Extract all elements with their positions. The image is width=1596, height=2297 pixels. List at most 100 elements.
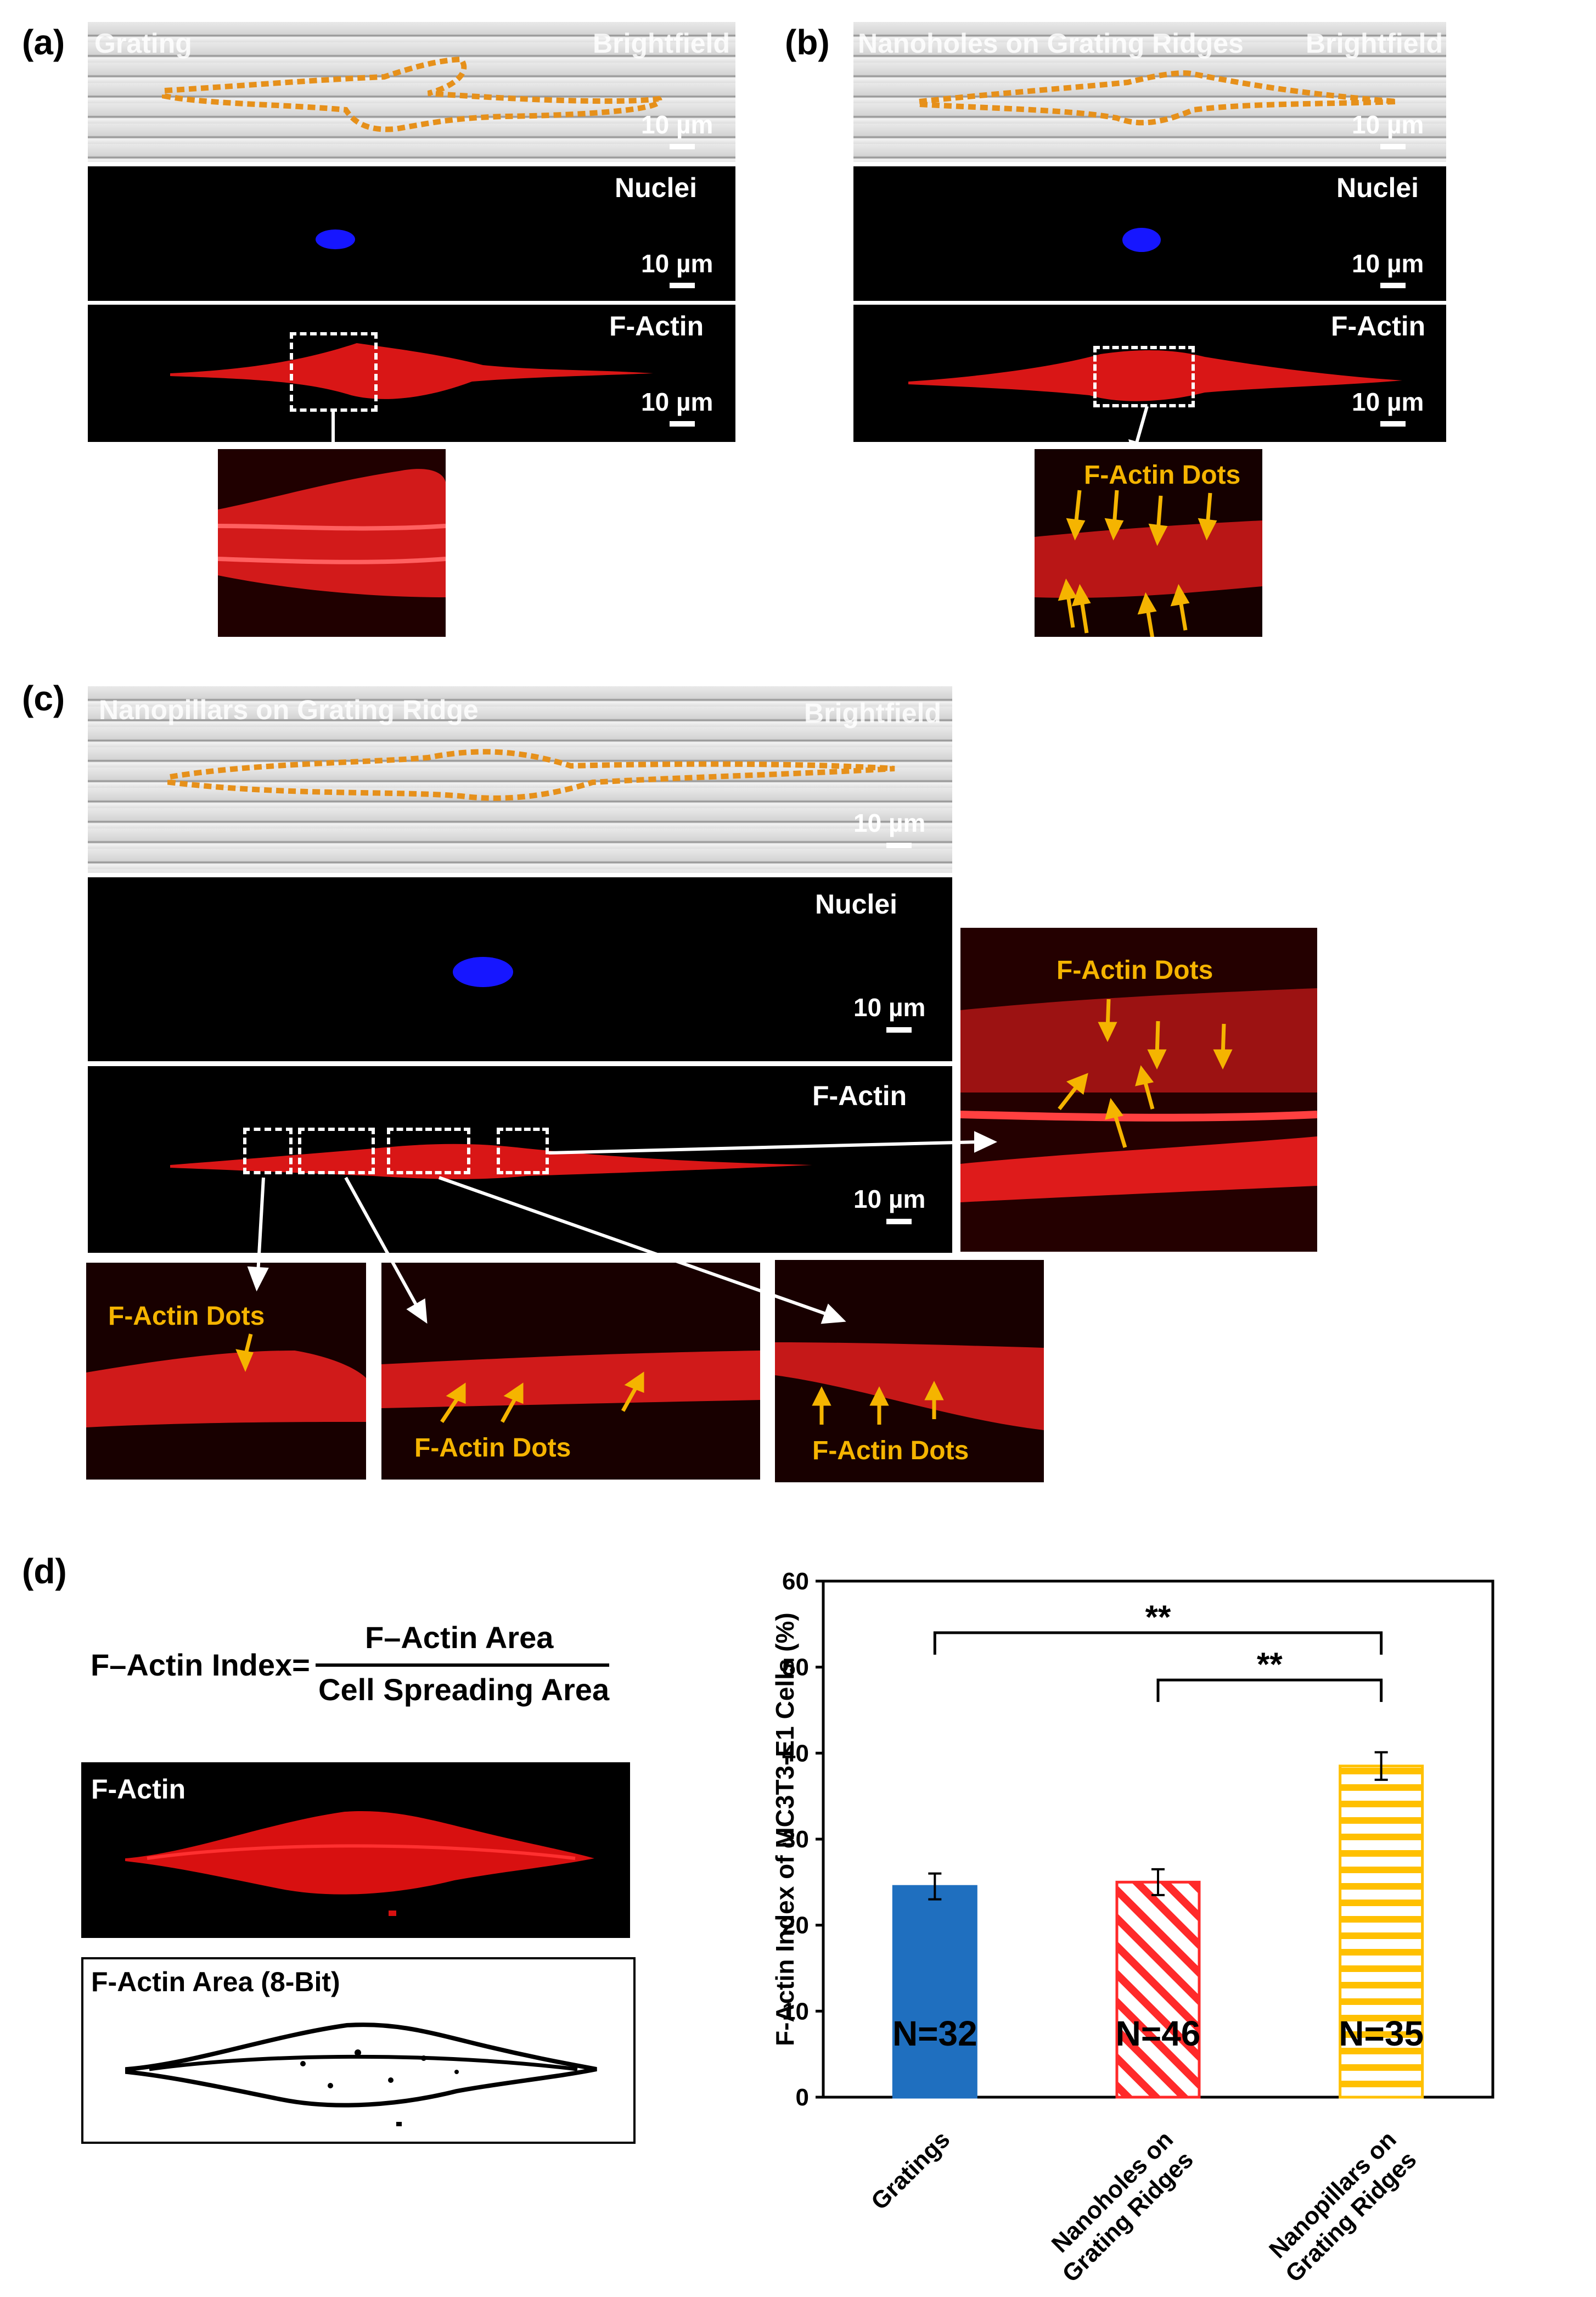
panel-a-zoom-fibers: [218, 449, 446, 637]
panel-c-nuclei-scalebar: [886, 1027, 912, 1033]
panel-c-nuclei-image: Nuclei 10 µm: [88, 877, 952, 1061]
panel-c-zoom-box-1: [243, 1128, 293, 1174]
y-tick-label: 20: [782, 1912, 809, 1939]
panel-d-label: (d): [22, 1551, 67, 1591]
panel-c-zoom-1-arrows: [235, 1334, 254, 1372]
significance-label: **: [1257, 1646, 1283, 1683]
panel-d-factin-cell: [125, 1811, 594, 1916]
panel-c-zoom-box-3: [387, 1128, 470, 1174]
panel-c-zoom-2-label: F-Actin Dots: [414, 1433, 571, 1463]
panel-b-factin-scalebar: [1380, 421, 1406, 427]
panel-c-factin-scalebar-label: 10 µm: [853, 1185, 926, 1213]
panel-c-zoom-3-fibers: [775, 1260, 1044, 1482]
panel-c-factin-scalebar: [886, 1219, 912, 1224]
panel-c-zoom-image-right: F-Actin Dots: [960, 928, 1317, 1252]
panel-c-brightfield-title: Nanopillars on Grating Ridge: [99, 694, 479, 725]
panel-b-brightfield-image: Nanoholes on Grating Ridges Brightfield …: [853, 22, 1446, 162]
panel-b-factin-cell: [908, 350, 1402, 401]
panel-c-label: (c): [22, 679, 65, 718]
bar-count-label: N=35: [1339, 2014, 1424, 2053]
panel-c-zoom-1-fibers: [86, 1263, 366, 1480]
x-category-label-line: Gratings: [866, 2126, 956, 2215]
panel-c-factin-image: F-Actin 10 µm: [88, 1066, 952, 1253]
panel-d-factin-image: F-Actin: [81, 1762, 630, 1938]
formula-lhs: F–Actin Index=: [91, 1648, 310, 1682]
panel-c-zoom-right-arrows: [1058, 999, 1233, 1148]
panel-b-nuclei-scalebar-label: 10 µm: [1352, 249, 1424, 278]
panel-b-zoom-box: [1093, 346, 1195, 407]
panel-a-brightfield-title: Grating: [94, 28, 192, 59]
formula-fraction-bar: [316, 1663, 609, 1667]
panel-c-zoom-right-label: F-Actin Dots: [1056, 956, 1213, 985]
panel-c-zoom-image-3: F-Actin Dots: [775, 1260, 1044, 1482]
formula-denominator: Cell Spreading Area: [318, 1672, 610, 1707]
panel-c-zoom-image-2: F-Actin Dots: [381, 1263, 760, 1480]
panel-b-cell-outline: [917, 70, 1397, 126]
panel-a-factin-scalebar-label: 10 µm: [641, 388, 713, 416]
panel-b-label: (b): [785, 23, 830, 62]
panel-c-zoom-box-4: [497, 1128, 549, 1174]
panel-d-factin-label: F-Actin: [91, 1774, 186, 1805]
panel-c-brightfield-image: Nanopillars on Grating Ridge Brightfield…: [88, 686, 952, 873]
panel-c-factin-tag: F-Actin: [812, 1080, 907, 1111]
panel-c-cell-outline: [167, 749, 895, 801]
bar-count-label: N=46: [1116, 2014, 1201, 2053]
bar: [892, 1885, 977, 2099]
panel-a-factin-cell: [170, 343, 653, 399]
panel-b-dot-arrows: [1058, 490, 1217, 637]
y-tick-label: 10: [782, 1998, 809, 2025]
panel-a-nuclei-image: Nuclei 10 µm: [88, 166, 735, 301]
panel-a-factin-image: F-Actin 10 µm: [88, 305, 735, 442]
formula-numerator: F–Actin Area: [365, 1620, 554, 1655]
y-tick-label: 50: [782, 1654, 809, 1681]
panel-c-zoom-3-label: F-Actin Dots: [812, 1436, 969, 1465]
panel-d-area-cell: [125, 2023, 597, 2126]
panel-a-brightfield-tag: Brightfield: [593, 28, 730, 59]
panel-c-factin-cell: [170, 1144, 812, 1179]
panel-b-nuclei-image: Nuclei 10 µm: [853, 166, 1446, 301]
panel-c-zoom-image-1: F-Actin Dots: [86, 1263, 366, 1480]
panel-a-nuclei-scalebar-label: 10 µm: [641, 249, 713, 278]
bar: [1115, 1880, 1201, 2099]
panel-c-brightfield-tag: Brightfield: [804, 698, 941, 729]
panel-a-brightfield-image: Grating Brightfield 10 µm: [88, 22, 735, 162]
panel-b-zoom-image: F-Actin Dots: [1035, 449, 1262, 637]
panel-b-brightfield-scalebar: [1380, 144, 1406, 149]
panel-a-brightfield-scalebar: [670, 144, 695, 149]
panel-a-nuclei-scalebar: [670, 283, 695, 288]
panel-b-zoom-label: F-Actin Dots: [1084, 461, 1241, 490]
panel-c-zoom-right-fibers: [960, 928, 1317, 1252]
y-tick-label: 0: [796, 2084, 809, 2111]
panel-b-factin-scalebar-label: 10 µm: [1352, 388, 1424, 416]
bar-count-label: N=32: [892, 2014, 977, 2053]
panel-b-nucleus: [1122, 228, 1161, 252]
panel-a-label: (a): [22, 23, 65, 62]
y-tick-label: 40: [782, 1740, 809, 1767]
panel-c-brightfield-scalebar-label: 10 µm: [853, 809, 926, 837]
panel-b-brightfield-tag: Brightfield: [1306, 28, 1443, 59]
panel-c-nucleus: [453, 957, 513, 987]
panel-b-factin-image: F-Actin 10 µm: [853, 305, 1446, 442]
panel-a-brightfield-scalebar-label: 10 µm: [641, 110, 713, 139]
panel-a-factin-tag: F-Actin: [609, 311, 704, 341]
panel-a-factin-scalebar: [670, 421, 695, 427]
panel-c-nuclei-tag: Nuclei: [815, 889, 898, 920]
significance-bracket: [933, 1631, 1383, 1655]
significance-bracket: [1156, 1678, 1383, 1702]
y-tick-label: 60: [782, 1570, 809, 1595]
panel-a-nucleus: [316, 229, 355, 249]
panel-c-zoom-1-label: F-Actin Dots: [108, 1302, 265, 1331]
panel-c-zoom-box-2: [298, 1128, 375, 1174]
panel-b-brightfield-title: Nanoholes on Grating Ridges: [858, 28, 1244, 59]
panel-a-cell-outline: [162, 56, 662, 132]
y-tick-label: 30: [782, 1826, 809, 1853]
panel-a-nuclei-tag: Nuclei: [615, 172, 698, 203]
panel-a-zoom-image: [218, 449, 446, 637]
panel-c-zoom-2-arrows: [440, 1371, 644, 1423]
panel-b-factin-tag: F-Actin: [1331, 311, 1426, 341]
panel-c-brightfield-scalebar: [886, 843, 912, 848]
